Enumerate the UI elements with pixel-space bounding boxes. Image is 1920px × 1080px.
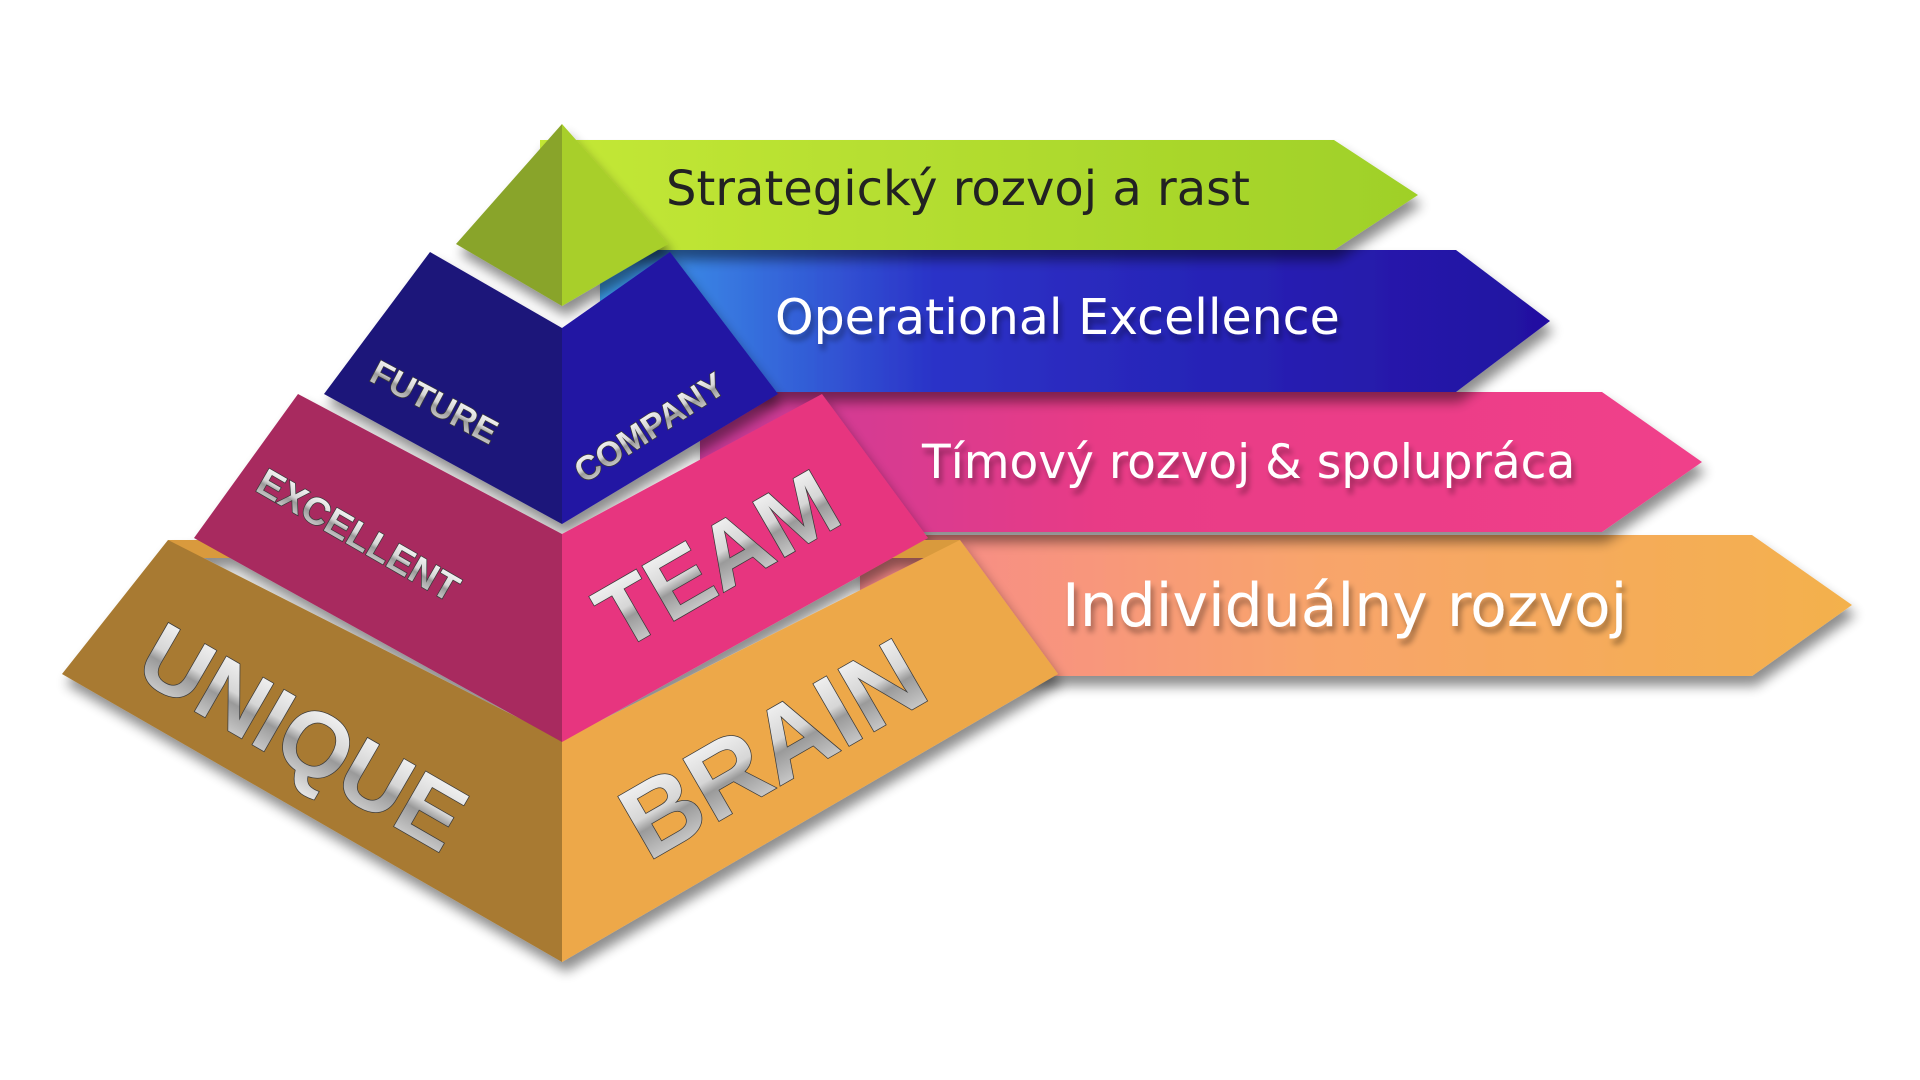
tier-excellent-team-right-face	[562, 394, 928, 742]
tier-excellent-team-left-face	[194, 394, 562, 742]
tier-excellent-team	[194, 394, 928, 742]
tier-apex-left-face	[456, 124, 562, 306]
banner-individual	[860, 535, 1852, 676]
tier-future-company	[324, 252, 778, 524]
banner-operational	[600, 250, 1550, 392]
banner-operational-text: Operational Excellence	[775, 289, 1340, 346]
tier-unique-brain-right-face	[562, 540, 1058, 962]
pyramid	[62, 124, 1058, 962]
tier-apex-right-face	[562, 124, 668, 306]
banner-individual-text: Individuálny rozvoj	[1062, 571, 1627, 641]
tier-future-company-left-face	[324, 252, 562, 524]
tier-unique-brain-left-face	[62, 540, 562, 962]
banner-team	[700, 392, 1702, 532]
banner-strategic-shape	[540, 140, 1418, 250]
banner-team-text: Tímový rozvoj & spolupráca	[921, 435, 1575, 490]
banner-individual-shape	[860, 535, 1852, 676]
tier-apex	[456, 124, 668, 306]
banner-operational-shape	[600, 250, 1550, 392]
banner-strategic	[540, 140, 1418, 250]
banner-team-shape	[700, 392, 1702, 532]
tier-future-company-right-face	[562, 252, 778, 524]
banner-strategic-text: Strategický rozvoj a rast	[666, 161, 1250, 217]
